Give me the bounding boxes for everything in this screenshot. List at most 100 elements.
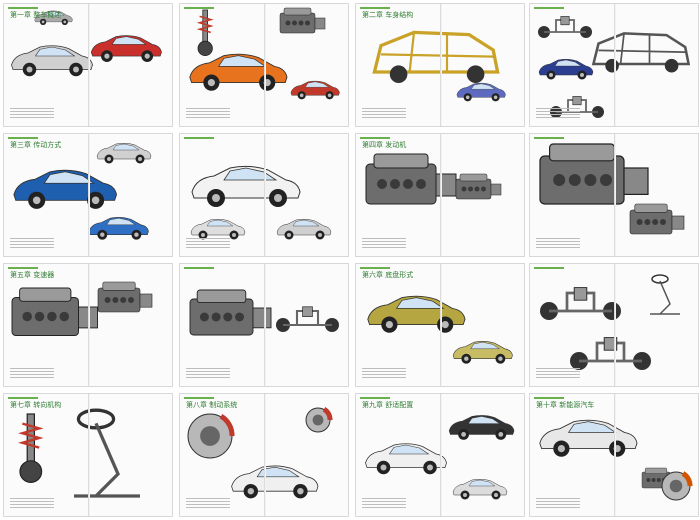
page-gutter xyxy=(440,394,442,516)
body-frame-illustration xyxy=(372,30,500,83)
transmission-cutaway-illustration xyxy=(11,287,98,336)
caption-text-block xyxy=(362,368,406,369)
caption-text-block xyxy=(362,498,406,499)
engine-block-illustration xyxy=(539,143,649,205)
header-bar xyxy=(8,137,38,139)
engine-component-illustration xyxy=(629,203,685,235)
page-gutter xyxy=(88,264,90,386)
chassis-car-cutaway-illustration xyxy=(367,295,466,333)
axle-illustration xyxy=(279,7,326,34)
chapter-title: 第九章 舒适配置 xyxy=(362,401,414,409)
brake-disc-illustration xyxy=(187,413,235,459)
spread-illustration xyxy=(189,7,340,100)
book-spread: 第二章 车身结构 xyxy=(356,4,524,126)
interior-illustration xyxy=(96,142,152,164)
chapter-title: 第一章 整车概述 xyxy=(10,11,62,19)
caption-text-block xyxy=(186,368,230,369)
caption-text-block xyxy=(362,238,406,239)
book-spread xyxy=(530,134,698,256)
chapter-title: 第七章 转向机构 xyxy=(10,401,62,409)
chapter-title: 第四章 发动机 xyxy=(362,141,407,149)
white-coupe-top-illustration xyxy=(276,218,332,240)
book-spread: 第一章 整车概述 xyxy=(4,4,172,126)
header-bar xyxy=(8,7,38,9)
book-spread: 第四章 发动机 xyxy=(356,134,524,256)
page-gutter xyxy=(614,394,616,516)
page-gutter xyxy=(614,4,616,126)
page-gutter xyxy=(264,4,266,126)
rear-suspension-illustration xyxy=(550,96,604,118)
hatch-small-illustration xyxy=(456,82,506,102)
spread-illustration xyxy=(538,16,691,118)
caption-text-block xyxy=(536,238,580,239)
book-spread xyxy=(180,134,348,256)
front-axle-illustration xyxy=(540,287,621,320)
roadster-cutaway-illustration xyxy=(90,35,162,62)
caption-text-block xyxy=(10,368,54,369)
comfort-car-illustration xyxy=(365,443,447,475)
chapter-title: 第五章 变速器 xyxy=(10,271,55,279)
cylinder-head-illustration xyxy=(455,173,502,200)
caption-text-block xyxy=(186,498,230,499)
header-bar xyxy=(534,7,564,9)
caption-text-block xyxy=(10,498,54,499)
header-bar xyxy=(360,397,390,399)
caption-text-block xyxy=(10,108,54,109)
page-gutter xyxy=(264,394,266,516)
book-spread xyxy=(180,4,348,126)
blue-wagon-illustration xyxy=(538,58,594,80)
chapter-title: 第三章 传动方式 xyxy=(10,141,62,149)
book-spread: 第三章 传动方式 xyxy=(4,134,172,256)
caption-text-block xyxy=(186,108,230,109)
header-bar xyxy=(360,137,390,139)
generator-illustration xyxy=(661,471,693,501)
spread-illustration xyxy=(11,10,162,77)
spread-illustration xyxy=(190,165,332,240)
hybrid-car-illustration xyxy=(539,419,638,457)
chapter-title: 第十章 新能源汽车 xyxy=(536,401,595,409)
red-coupe-illustration xyxy=(290,80,340,100)
book-spread: 第五章 变速器 xyxy=(4,264,172,386)
white-coupe-cutaway-illustration xyxy=(191,165,301,207)
chapter-title: 第二章 车身结构 xyxy=(362,11,414,19)
caption-text-block xyxy=(536,368,580,369)
header-bar xyxy=(360,7,390,9)
book-spread xyxy=(180,264,348,386)
spread-illustration xyxy=(365,415,515,500)
brake-detail-illustration xyxy=(305,407,333,433)
header-bar xyxy=(8,397,38,399)
caption-text-block xyxy=(536,498,580,499)
chapter-title: 第六章 底盘形式 xyxy=(362,271,414,279)
spread-illustration xyxy=(539,419,693,501)
header-bar xyxy=(184,137,214,139)
caption-text-block xyxy=(186,238,230,239)
page-gutter xyxy=(88,4,90,126)
page-gutter xyxy=(88,394,90,516)
roadster-illustration xyxy=(11,45,93,77)
engine-cutaway-illustration xyxy=(365,153,457,205)
book-spread: 第八章 制动系统 xyxy=(180,394,348,516)
book-spread xyxy=(530,4,698,126)
spread-illustration xyxy=(13,142,152,240)
header-bar xyxy=(184,267,214,269)
roadster-small-illustration xyxy=(34,10,73,26)
book-spread: 第十章 新能源汽车 xyxy=(530,394,698,516)
book-spread xyxy=(530,264,698,386)
strut-illustration xyxy=(196,9,214,57)
book-spread: 第九章 舒适配置 xyxy=(356,394,524,516)
steering-column-illustration xyxy=(74,408,141,498)
caption-text-block xyxy=(362,108,406,109)
chassis-car-small-illustration xyxy=(452,341,513,364)
header-bar xyxy=(184,7,214,9)
page-gutter xyxy=(88,134,90,256)
header-bar xyxy=(534,137,564,139)
seat-illustration xyxy=(452,478,508,500)
page-gutter xyxy=(264,134,266,256)
header-bar xyxy=(534,397,564,399)
gearbox-cutaway-illustration xyxy=(189,289,272,336)
header-bar xyxy=(8,267,38,269)
header-bar xyxy=(534,267,564,269)
caption-text-block xyxy=(536,108,580,109)
blue-hatch-cutaway-illustration xyxy=(13,169,117,209)
